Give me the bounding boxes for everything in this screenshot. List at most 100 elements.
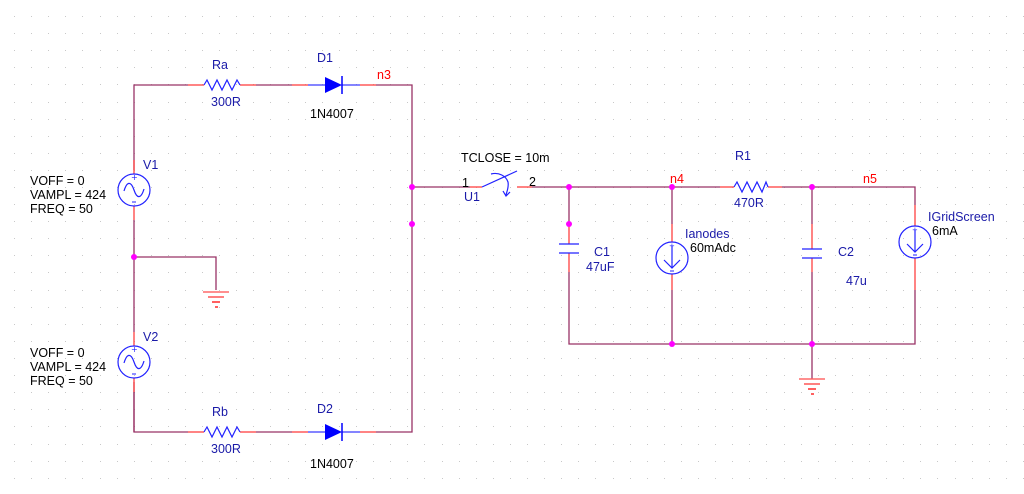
grid-dot (476, 170, 477, 171)
grid-dot (48, 409, 49, 410)
grid-dot (578, 16, 579, 17)
grid-dot (835, 444, 836, 445)
grid-dot (151, 409, 152, 410)
grid-dot (493, 221, 494, 222)
diode-d1[interactable]: D1 1N4007 (310, 51, 354, 121)
grid-dot (305, 444, 306, 445)
grid-dot (134, 358, 135, 359)
grid-dot (818, 16, 819, 17)
grid-dot (578, 290, 579, 291)
voltage-source-v1[interactable]: + V1 VOFF = 0 VAMPL = 424 FREQ = 50 (30, 158, 158, 216)
grid-dot (219, 272, 220, 273)
grid-dot (31, 84, 32, 85)
grid-dot (869, 102, 870, 103)
grid-dot (903, 478, 904, 479)
grid-dot (613, 33, 614, 34)
wire-return[interactable] (568, 272, 916, 345)
grid-dot (185, 358, 186, 359)
grid-dot (595, 84, 596, 85)
grid-dot (493, 204, 494, 205)
grid-dot (955, 187, 956, 188)
grid-dot (613, 153, 614, 154)
grid-dot (749, 50, 750, 51)
switch-u1[interactable]: TCLOSE = 10m 1 2 U1 (461, 151, 550, 204)
grid-dot (818, 324, 819, 325)
resistor-r1[interactable]: R1 470R (733, 149, 769, 210)
capacitor-c2[interactable]: C2 47u (802, 245, 867, 288)
grid-dot (630, 409, 631, 410)
grid-dot (168, 409, 169, 410)
grid-dot (630, 375, 631, 376)
grid-dot (219, 461, 220, 462)
capacitor-c1[interactable]: C1 47uF (559, 243, 615, 274)
grid-dot (356, 50, 357, 51)
wire-v2-rb[interactable] (133, 382, 188, 433)
grid-dot (920, 307, 921, 308)
grid-dot (48, 102, 49, 103)
grid-dot (595, 50, 596, 51)
grid-dot (253, 324, 254, 325)
grid-dot (236, 426, 237, 427)
wire-v1-ra[interactable] (133, 84, 188, 170)
grid-dot (801, 324, 802, 325)
grid-dot (65, 461, 66, 462)
grid-dot (493, 358, 494, 359)
grid-dot (647, 102, 648, 103)
grid-dot (595, 153, 596, 154)
grid-dot (766, 33, 767, 34)
grid-dot (82, 119, 83, 120)
grid-dot (527, 409, 528, 410)
wire-gnd-left[interactable] (134, 256, 217, 290)
grid-dot (82, 375, 83, 376)
grid-dot (185, 67, 186, 68)
grid-dot (886, 375, 887, 376)
grid-dot (202, 392, 203, 393)
grid-dot (305, 50, 306, 51)
grid-dot (937, 341, 938, 342)
ground-left[interactable] (203, 291, 229, 308)
wire-n5[interactable] (782, 186, 916, 205)
grid-dot (65, 341, 66, 342)
grid-dot (219, 136, 220, 137)
grid-dot (681, 461, 682, 462)
grid-dot (202, 187, 203, 188)
grid-dot (578, 341, 579, 342)
wire-n3[interactable] (376, 84, 413, 433)
grid-dot (100, 392, 101, 393)
grid-dot (955, 50, 956, 51)
grid-dot (664, 33, 665, 34)
current-source-igridscreen[interactable]: + IGridScreen 6mA (898, 210, 995, 259)
grid-dot (459, 255, 460, 256)
grid-dot (339, 16, 340, 17)
grid-dot (955, 444, 956, 445)
grid-dot (219, 221, 220, 222)
grid-dot (219, 290, 220, 291)
current-source-ianodes[interactable]: + Ianodes 60mAdc (655, 227, 736, 275)
grid-dot (82, 136, 83, 137)
grid-dot (493, 33, 494, 34)
grid-dot (100, 461, 101, 462)
grid-dot (818, 392, 819, 393)
diode-d2[interactable]: D2 1N4007 (310, 402, 354, 471)
grid-dot (647, 426, 648, 427)
resistor-rb[interactable]: Rb 300R (203, 405, 241, 456)
grid-dot (476, 255, 477, 256)
grid-dot (972, 478, 973, 479)
grid-dot (869, 461, 870, 462)
grid-dot (151, 204, 152, 205)
grid-dot (527, 426, 528, 427)
grid-dot (835, 272, 836, 273)
grid-dot (14, 392, 15, 393)
grid-dot (390, 187, 391, 188)
grid-dot (442, 392, 443, 393)
resistor-ra[interactable]: Ra 300R (203, 58, 241, 109)
ground-right[interactable] (799, 378, 825, 395)
grid-dot (459, 392, 460, 393)
grid-dot (510, 444, 511, 445)
grid-dot (732, 409, 733, 410)
grid-dot (920, 324, 921, 325)
grid-dot (459, 375, 460, 376)
grid-dot (578, 170, 579, 171)
voltage-source-v2[interactable]: + V2 VOFF = 0 VAMPL = 424 FREQ = 50 (30, 330, 158, 388)
